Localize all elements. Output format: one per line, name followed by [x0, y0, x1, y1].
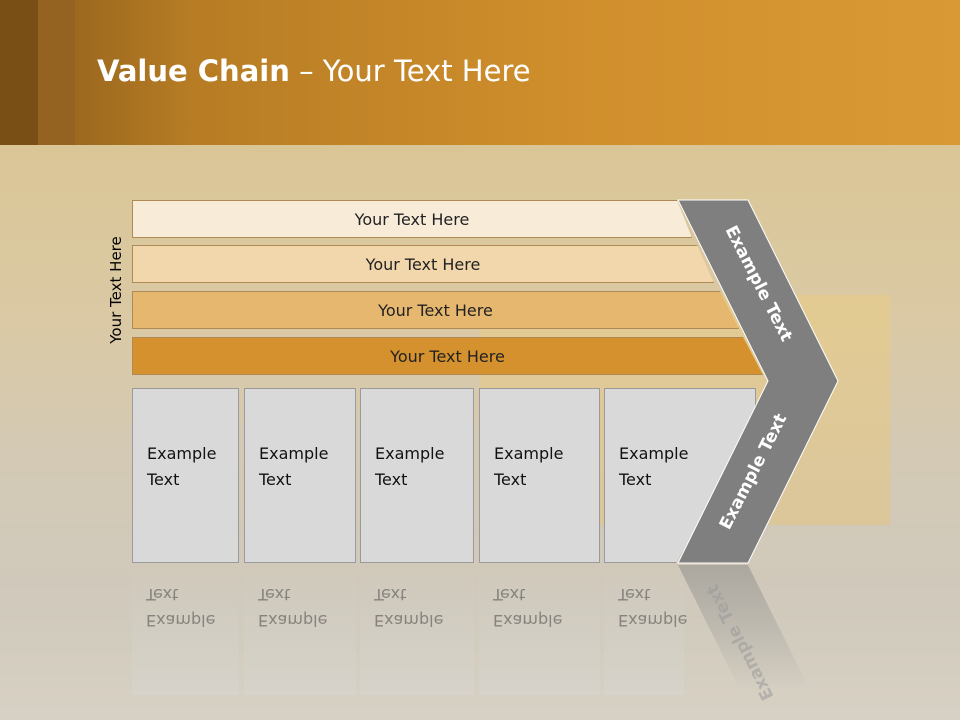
title-banner: Value Chain – Your Text Here	[0, 0, 960, 145]
box-1-line2: Text	[147, 470, 180, 489]
box-4-line1: Example	[494, 444, 564, 463]
chevron-reflection	[678, 565, 810, 690]
box-3-line2: Text	[375, 470, 408, 489]
chevron-arrow[interactable]	[677, 199, 839, 564]
box-2[interactable]: Example Text	[244, 388, 356, 563]
box-5-line2: Text	[619, 470, 652, 489]
banner-accent-mid	[38, 0, 75, 145]
bar-3[interactable]: Your Text Here	[132, 291, 739, 329]
bar-1[interactable]: Your Text Here	[132, 200, 692, 238]
box-2-line1: Example	[259, 444, 329, 463]
box-5-line1: Example	[619, 444, 689, 463]
box-3-line1: Example	[375, 444, 445, 463]
box-2-line2: Text	[259, 470, 292, 489]
box-1-line1: Example	[147, 444, 217, 463]
bar-2-label: Your Text Here	[365, 254, 481, 274]
title-rest: – Your Text Here	[289, 54, 531, 88]
title-bold: Value Chain	[97, 54, 290, 88]
box-3[interactable]: Example Text	[360, 388, 474, 563]
box-4-line2: Text	[494, 470, 527, 489]
bar-1-label: Your Text Here	[354, 209, 470, 229]
bar-3-label: Your Text Here	[378, 300, 493, 320]
slide-title[interactable]: Value Chain – Your Text Here	[97, 54, 531, 88]
box-1[interactable]: Example Text	[132, 388, 239, 563]
bar-4[interactable]: Your Text Here	[132, 337, 763, 375]
bar-4-label: Your Text Here	[390, 346, 505, 366]
box-4[interactable]: Example Text	[479, 388, 600, 563]
bar-2[interactable]: Your Text Here	[132, 245, 714, 283]
banner-accent-dark	[0, 0, 38, 145]
